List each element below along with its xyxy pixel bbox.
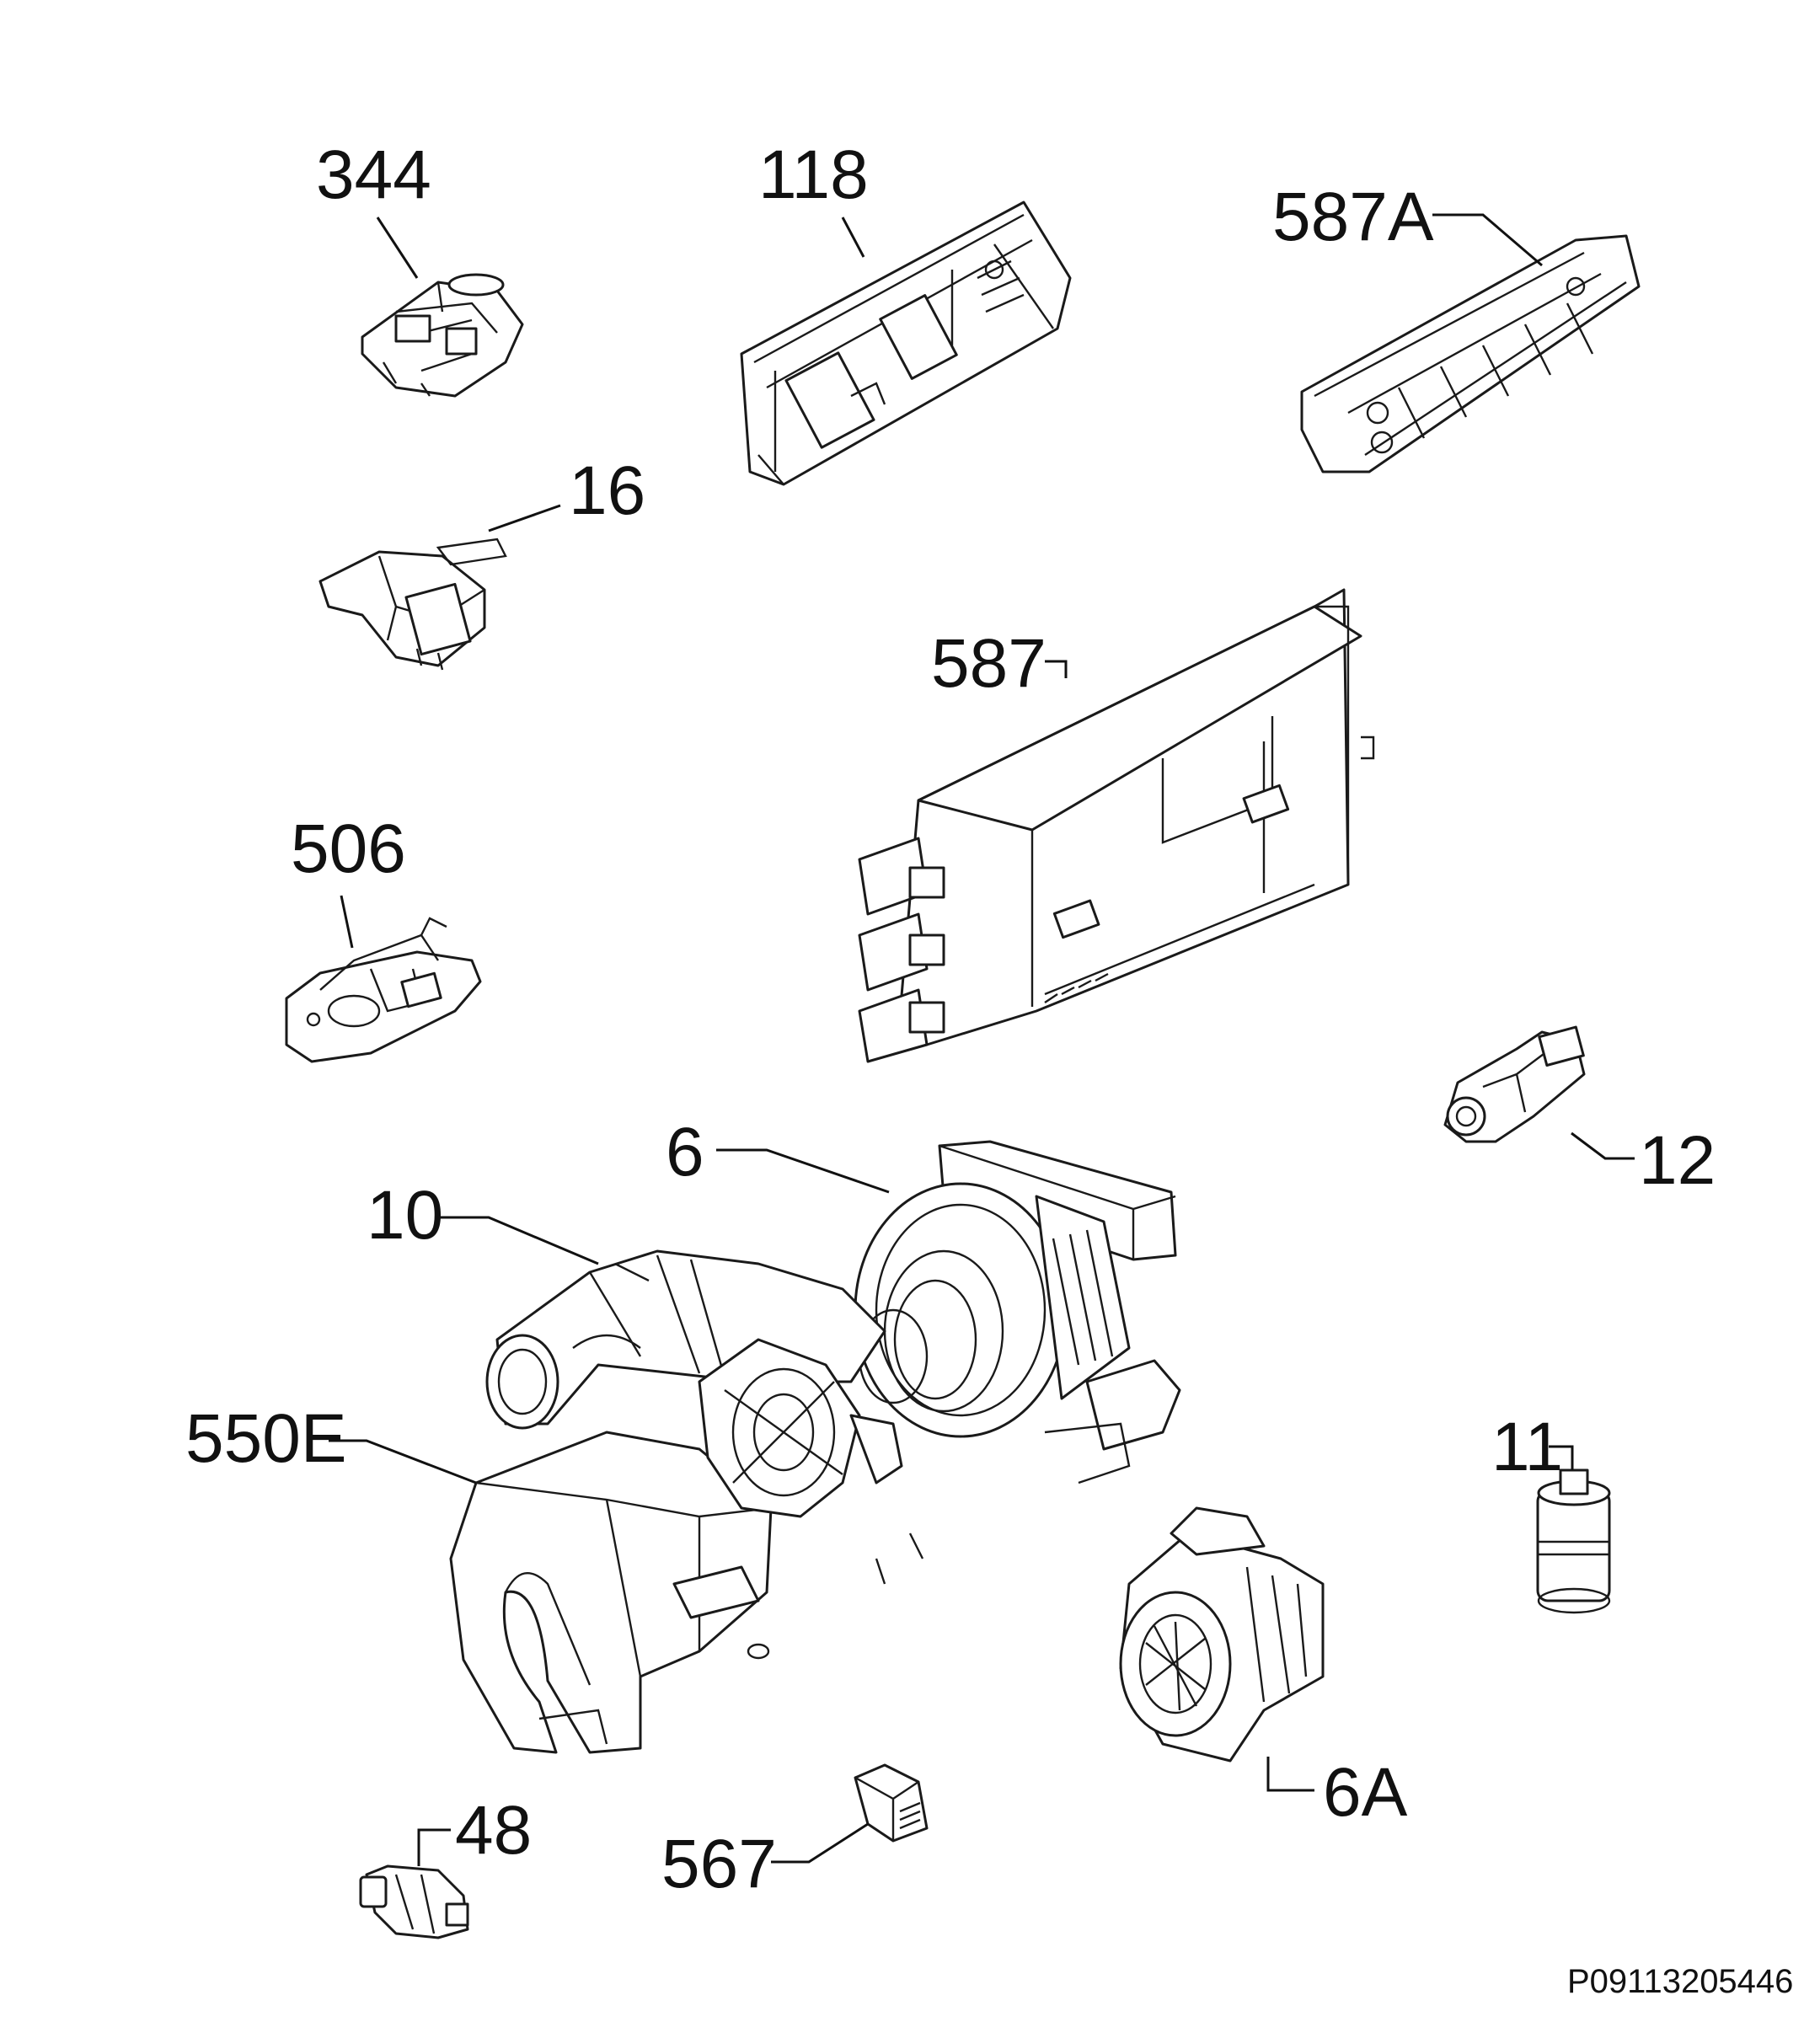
part-6	[854, 1140, 1181, 1484]
label-12: 12	[1639, 1122, 1716, 1199]
label-10: 10	[367, 1177, 443, 1254]
part-48	[359, 1864, 469, 1939]
label-6A: 6A	[1323, 1754, 1408, 1831]
part-587A	[1300, 234, 1641, 473]
leader-506	[340, 895, 354, 949]
label-118: 118	[758, 136, 869, 213]
label-16: 16	[569, 452, 645, 529]
reference-number: P09113205446	[1567, 1963, 1793, 2000]
leader-48	[417, 1828, 451, 1866]
part-118	[740, 201, 1072, 486]
leader-567	[771, 1822, 869, 1864]
part-16	[318, 538, 507, 671]
label-567: 567	[661, 1826, 777, 1902]
label-344: 344	[316, 136, 431, 213]
leader-344	[376, 217, 419, 279]
part-11	[1536, 1468, 1611, 1614]
part-506	[285, 917, 482, 1063]
label-587A: 587A	[1272, 179, 1434, 255]
leader-550E	[329, 1439, 477, 1484]
leader-10	[438, 1216, 599, 1265]
part-567	[854, 1763, 929, 1843]
leader-6A	[1266, 1757, 1314, 1792]
leader-6	[716, 1148, 890, 1194]
leader-11	[1549, 1445, 1574, 1470]
part-12	[1443, 1025, 1586, 1143]
label-587: 587	[931, 625, 1046, 702]
leader-16	[488, 504, 561, 532]
label-6: 6	[666, 1114, 704, 1190]
label-506: 506	[291, 810, 406, 887]
part-344	[361, 273, 524, 398]
leader-12	[1571, 1131, 1635, 1160]
part-587	[858, 588, 1375, 1063]
leader-118	[841, 217, 865, 258]
leader-587	[1045, 660, 1068, 678]
leader-587A	[1432, 213, 1543, 267]
label-550E: 550E	[185, 1400, 347, 1477]
part-6A	[1119, 1506, 1325, 1763]
part-550E	[449, 1338, 924, 1754]
label-48: 48	[455, 1792, 532, 1869]
